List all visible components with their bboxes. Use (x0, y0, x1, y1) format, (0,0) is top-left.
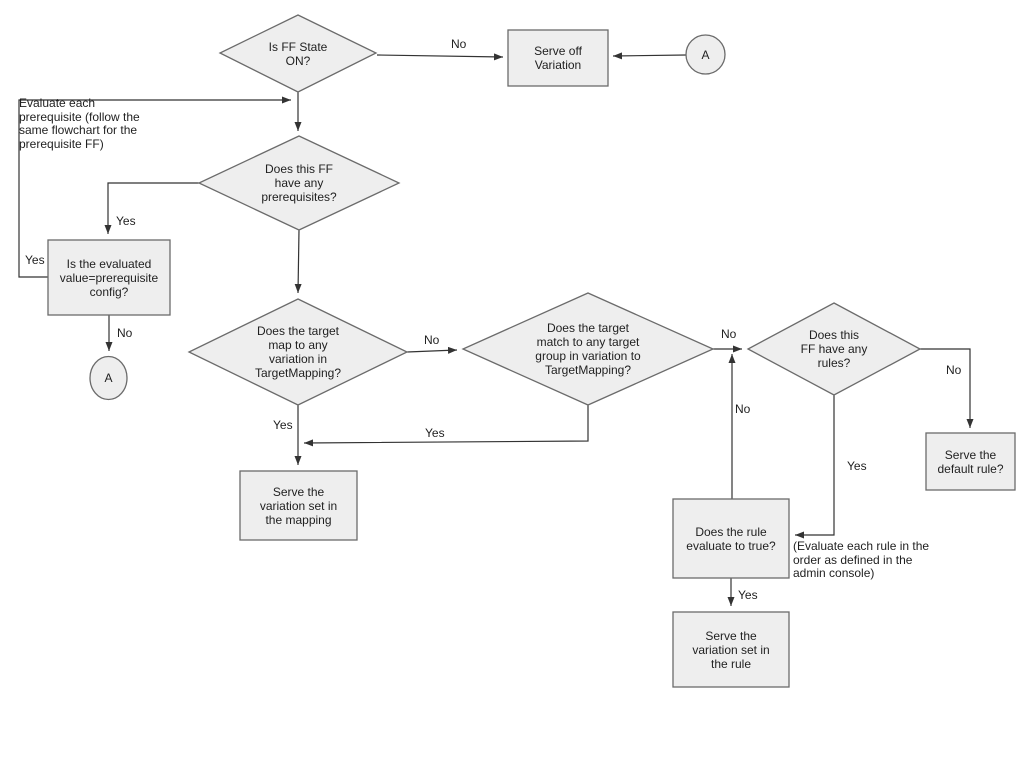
connector-a-top (685, 34, 726, 75)
process-serve-off-variation (507, 29, 609, 87)
edge-targetmap-targetgroup-no (406, 346, 458, 354)
decision-target-group (461, 292, 715, 406)
process-evaluated-value (47, 239, 171, 316)
edge-rules-ruleeval-yes (795, 395, 835, 539)
edge-targetgroup-servemapping-yes (303, 405, 589, 447)
edge-label-no-targetgroup: No (721, 327, 737, 341)
edge-label-no-rules: No (946, 363, 962, 377)
edge-label-no-rulefalse: No (735, 402, 751, 416)
edge-label-no-targetmap: No (424, 333, 440, 347)
edge-ffstate-serveoff-no (376, 53, 504, 61)
note-rule-order: (Evaluate each rule in the order as defi… (793, 539, 930, 580)
edge-evaluated-loop-yes (18, 96, 291, 278)
process-serve-rule-variation (672, 611, 790, 688)
edge-label-yes-targetmap: Yes (273, 418, 293, 432)
note-prerequisite: Evaluate each prerequisite (follow the s… (19, 96, 140, 151)
process-rule-evaluates-true (672, 498, 790, 579)
decision-has-prerequisites (197, 135, 401, 231)
edge-a-serveoff (612, 52, 687, 60)
process-serve-mapping-variation (239, 470, 358, 541)
edge-label-yes-ruletrue: Yes (738, 588, 758, 602)
edge-prereq-targetmap (294, 229, 302, 294)
edge-rules-servedefault-no (920, 348, 974, 428)
decision-is-ff-state-on (218, 14, 378, 93)
process-serve-default-rule (925, 432, 1016, 491)
edge-label-yes-prereq: Yes (116, 214, 136, 228)
edge-label-yes-loop: Yes (25, 253, 45, 267)
connector-a-left (89, 355, 128, 401)
edge-prereq-evaluated-yes (104, 182, 199, 234)
edge-label-yes-targetgroup: Yes (425, 426, 445, 440)
edge-label-yes-rules: Yes (847, 459, 867, 473)
edge-label-no-evaluated: No (117, 326, 133, 340)
decision-has-rules (746, 302, 922, 396)
decision-target-mapping (187, 298, 409, 406)
edge-label-no-ff-off: No (451, 37, 467, 51)
